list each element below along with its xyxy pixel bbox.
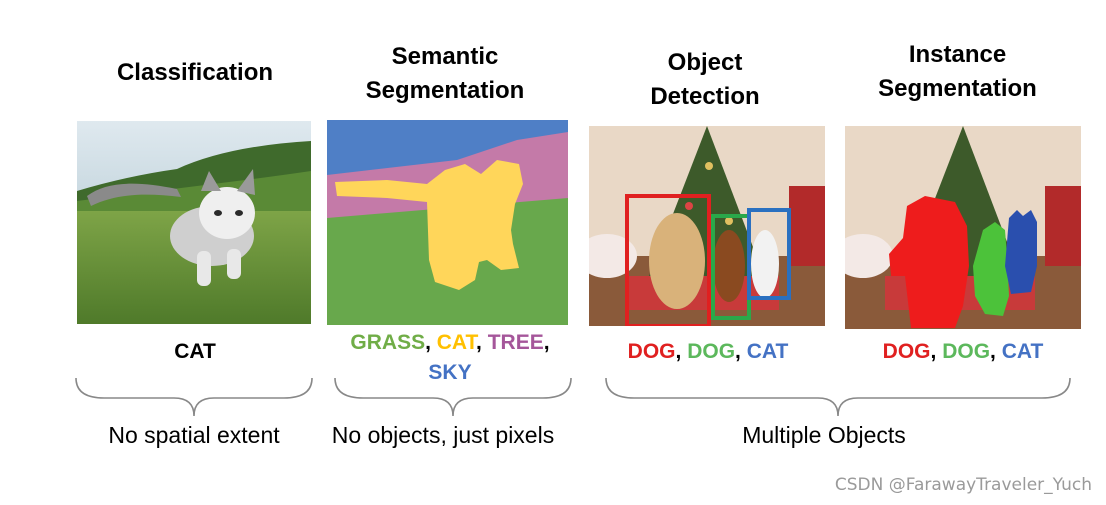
label-classification: CAT (174, 340, 216, 363)
kitten-photo (77, 121, 311, 324)
title-instance-line1: Instance (908, 41, 1007, 68)
label-sky: SKY (428, 361, 472, 384)
label-semantic: GRASS, CAT, TREE, SKY (330, 328, 570, 388)
label-sep: , (675, 340, 688, 363)
instance-segmentation-photo (845, 126, 1081, 329)
brace-classification (75, 377, 313, 417)
object-detection-photo (589, 126, 825, 326)
label-sep: , (543, 331, 550, 354)
title-instance-segmentation: Instance Segmentation (840, 38, 1075, 106)
brace-multiple-objects (605, 377, 1071, 417)
label-semantic-line1: GRASS, CAT, TREE, (330, 328, 570, 358)
caption-no-spatial-extent: No spatial extent (108, 422, 280, 448)
label-grass: GRASS (350, 331, 426, 354)
label-sep: , (930, 340, 943, 363)
label-sep: , (425, 331, 437, 354)
label-sep: , (990, 340, 1002, 363)
caption-multiple-objects: Multiple Objects (742, 422, 906, 448)
cat-mask (1005, 210, 1037, 294)
semantic-segmentation-map (327, 120, 568, 325)
brace-semantic (334, 377, 572, 417)
dog-mask-1 (889, 196, 969, 328)
watermark: CSDN @FarawayTraveler_Yuch (834, 475, 1092, 495)
title-classification: Classification (116, 59, 274, 86)
title-object-detection: Object Detection (590, 46, 820, 114)
label-cat: CAT (1001, 340, 1044, 363)
cat-bounding-box (747, 208, 791, 300)
title-detection-line1: Object (667, 49, 743, 76)
label-dog-2: DOG (942, 340, 991, 363)
label-dog-1: DOG (882, 340, 931, 363)
label-sep: , (735, 340, 747, 363)
label-dog-2: DOG (687, 340, 736, 363)
label-detection: DOG, DOG, CAT (590, 337, 826, 367)
title-semantic-line1: Semantic (391, 43, 499, 70)
label-dog-1: DOG (627, 340, 676, 363)
title-instance-line2: Segmentation (878, 75, 1037, 102)
label-semantic-line2: SKY (330, 358, 570, 388)
title-detection-line2: Detection (650, 83, 760, 110)
dog-mask-2 (973, 222, 1009, 316)
label-cat: CAT (746, 340, 789, 363)
caption-no-objects-just-pixels: No objects, just pixels (331, 422, 555, 448)
title-semantic-line2: Segmentation (365, 77, 525, 104)
label-cat: CAT (436, 331, 477, 354)
title-semantic-segmentation: Semantic Segmentation (320, 40, 570, 108)
dog-bounding-box-1 (625, 194, 711, 326)
label-instance: DOG, DOG, CAT (845, 337, 1081, 367)
cat-region (335, 160, 523, 290)
label-sep: , (476, 331, 488, 354)
label-tree: TREE (487, 331, 544, 354)
